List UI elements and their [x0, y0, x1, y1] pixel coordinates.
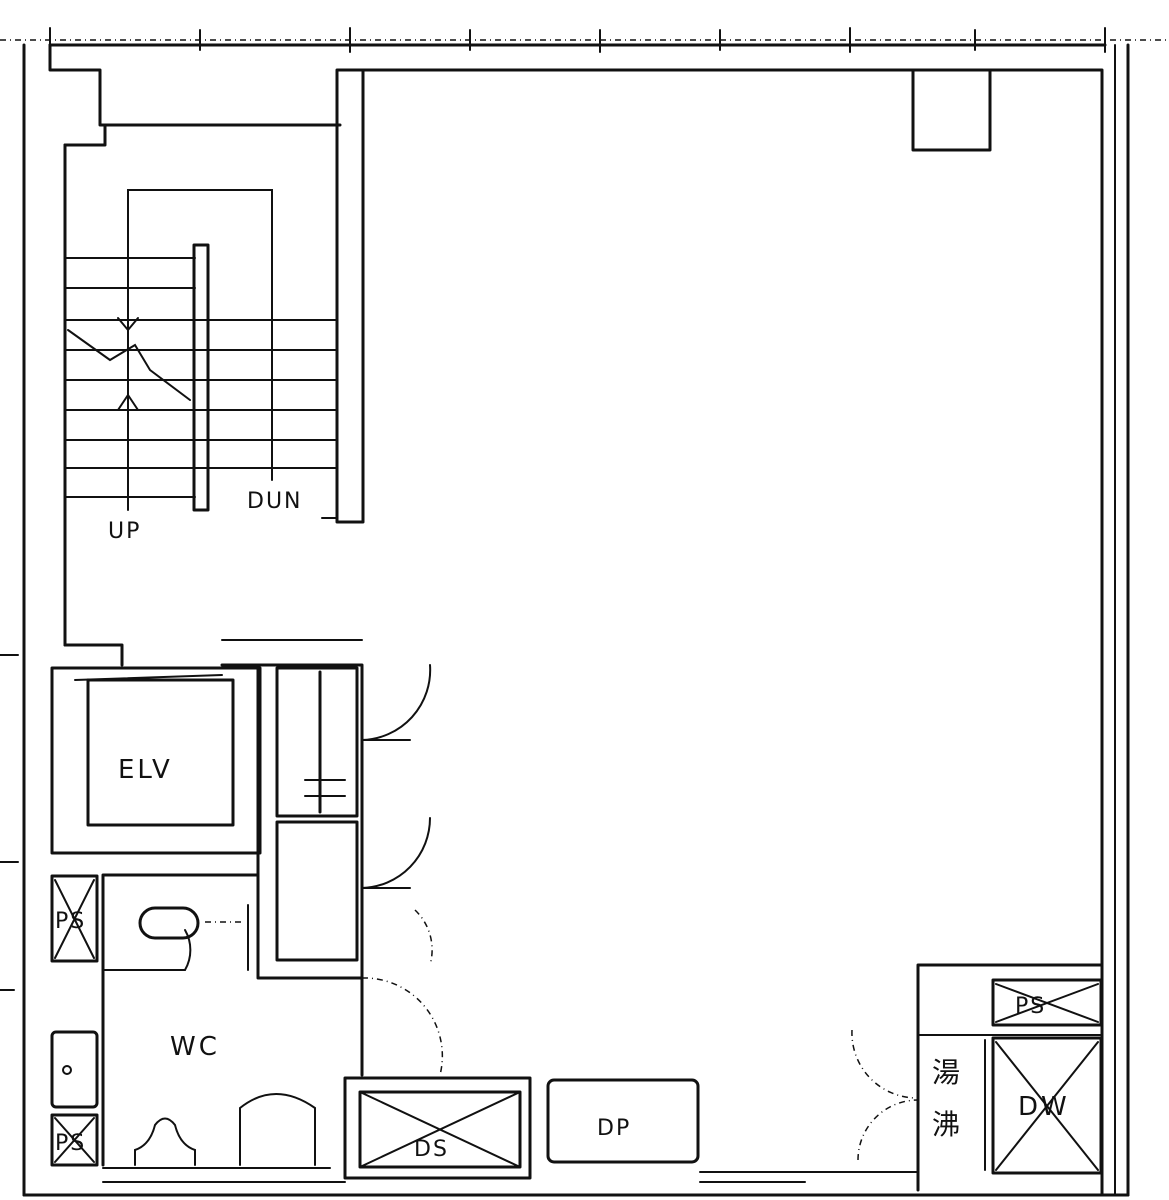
duct-shaft: [343, 1076, 532, 1180]
pipe-shaft-left-lower: [50, 1113, 99, 1167]
elevator: [50, 666, 262, 855]
pipe-shaft-left-upper-label: PS: [55, 909, 86, 934]
corridor-partitions: [220, 639, 364, 1077]
exterior-walls: [22, 43, 1130, 1197]
duct-pipe-label: DP: [597, 1116, 631, 1141]
doors: [361, 664, 919, 1161]
pipe-shaft-right-label: PS: [1015, 994, 1046, 1019]
top-grid-line: [0, 27, 1169, 53]
pipe-shaft-left-upper: [50, 874, 99, 963]
left-grid-ticks: [0, 654, 19, 991]
kitchenette-label-1: 湯: [932, 1056, 960, 1089]
dumbwaiter-label: DW: [1018, 1092, 1070, 1122]
elevator-label: ELV: [118, 755, 173, 785]
stair-core-walls: [63, 68, 365, 667]
wc-room: [50, 873, 331, 1169]
duct-shaft-label: DS: [414, 1137, 449, 1162]
bottom-sill: [102, 1171, 919, 1183]
stairs-up-label: UP: [108, 519, 141, 544]
wc-label: WC: [170, 1032, 220, 1062]
pipe-shaft-left-lower-label: PS: [55, 1131, 86, 1156]
stairs: [64, 189, 338, 512]
utility-block: [916, 963, 1104, 1192]
kitchenette-label-2: 沸: [932, 1108, 960, 1141]
column-box: [911, 68, 992, 152]
duct-pipe: [546, 1078, 700, 1164]
stairs-down-label: DUN: [247, 489, 303, 514]
